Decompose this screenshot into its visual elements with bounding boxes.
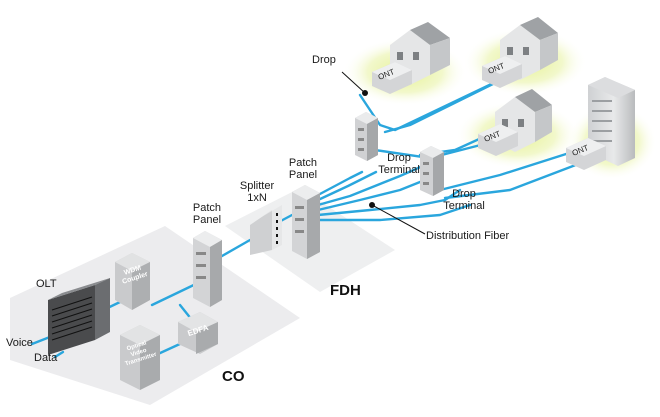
splitter-label-line1: Splitter [239,180,275,192]
edfa-box [178,312,218,354]
co-patch-panel-label-line1: Patch [192,202,222,214]
voice-label: Voice [6,337,33,349]
optical-video-transmitter-box [120,325,160,390]
drop-terminal-1 [355,112,378,161]
ont-box-1 [372,62,412,94]
splitter-label-line2: 1xN [247,192,267,204]
drop-terminal-2-label-line1: Drop [452,188,476,200]
distribution-fiber-pointer [369,202,426,235]
drop-terminal-2-label: Drop Terminal [438,188,490,212]
fdh-patch-panel-label-line1: Patch [288,157,318,169]
drop-pointer [341,71,368,96]
olt-unit [48,278,110,355]
ont-box-4 [566,138,606,170]
ont-box-2 [482,56,522,88]
fdh-label: FDH [330,282,361,299]
co-patch-panel-label-line2: Panel [192,214,222,226]
splitter-unit [250,205,282,255]
drop-terminal-1-label-line2: Terminal [378,164,420,176]
drop-terminal-2-label-line2: Terminal [443,200,485,212]
drop-terminal-1-label: Drop Terminal [374,152,424,176]
co-platform [10,226,300,405]
co-patch-panel-label: Patch Panel [187,202,227,226]
co-patch-panel-rack [193,231,222,307]
splitter-label: Splitter 1xN [232,180,282,204]
wdm-coupler-box [115,253,150,310]
distribution-fiber-label: Distribution Fiber [426,230,510,242]
olt-label: OLT [36,278,57,290]
co-label: CO [222,368,245,385]
fdh-patch-panel-label-line2: Panel [288,169,318,181]
ont-box-3 [478,124,518,156]
data-label: Data [34,352,58,364]
drop-label: Drop [312,54,336,66]
fdh-patch-panel-label: Patch Panel [283,157,323,181]
drop-terminal-1-label-line1: Drop [387,152,411,164]
fdh-patch-panel-rack [292,185,320,259]
drop-terminal-2 [420,146,444,196]
